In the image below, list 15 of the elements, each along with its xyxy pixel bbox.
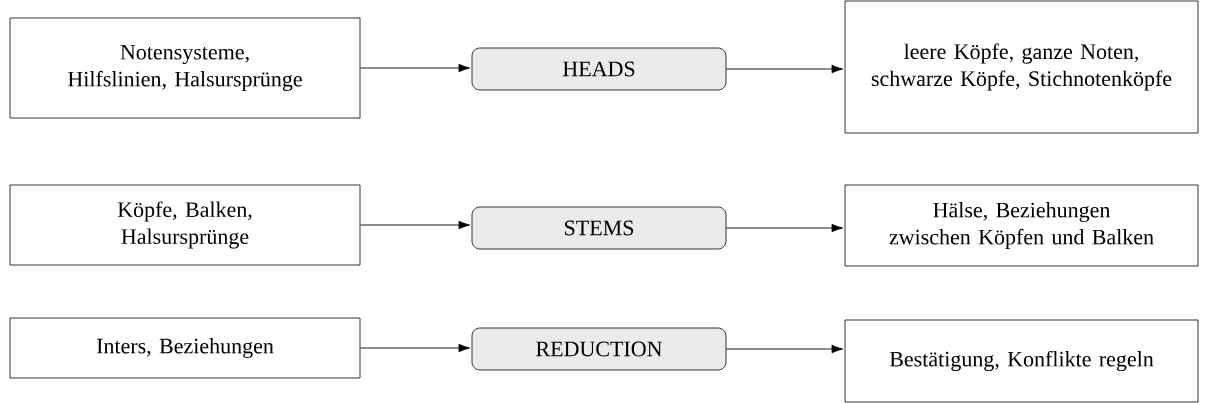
input-box: Köpfe, Balken, Halsursprünge	[9, 184, 361, 266]
process-box: STEMS	[471, 206, 727, 250]
arrow	[725, 344, 844, 354]
arrow	[359, 220, 471, 230]
arrow	[359, 343, 471, 353]
output-box: Bestätigung, Konflikte regeln	[844, 319, 1199, 403]
process-box: REDUCTION	[471, 327, 727, 371]
input-box: Inters, Beziehungen	[9, 317, 361, 379]
output-box: leere Köpfe, ganze Noten, schwarze Köpfe, Stichnotenköpfe	[844, 0, 1199, 134]
process-box: HEADS	[471, 47, 727, 91]
arrow	[725, 64, 844, 74]
output-box: Hälse, Beziehungen zwischen Köpfen und Balken	[844, 184, 1199, 267]
input-box: Notensysteme, Hilfslinien, Halsursprünge	[9, 17, 361, 119]
arrow	[725, 223, 844, 233]
arrow	[359, 63, 471, 73]
